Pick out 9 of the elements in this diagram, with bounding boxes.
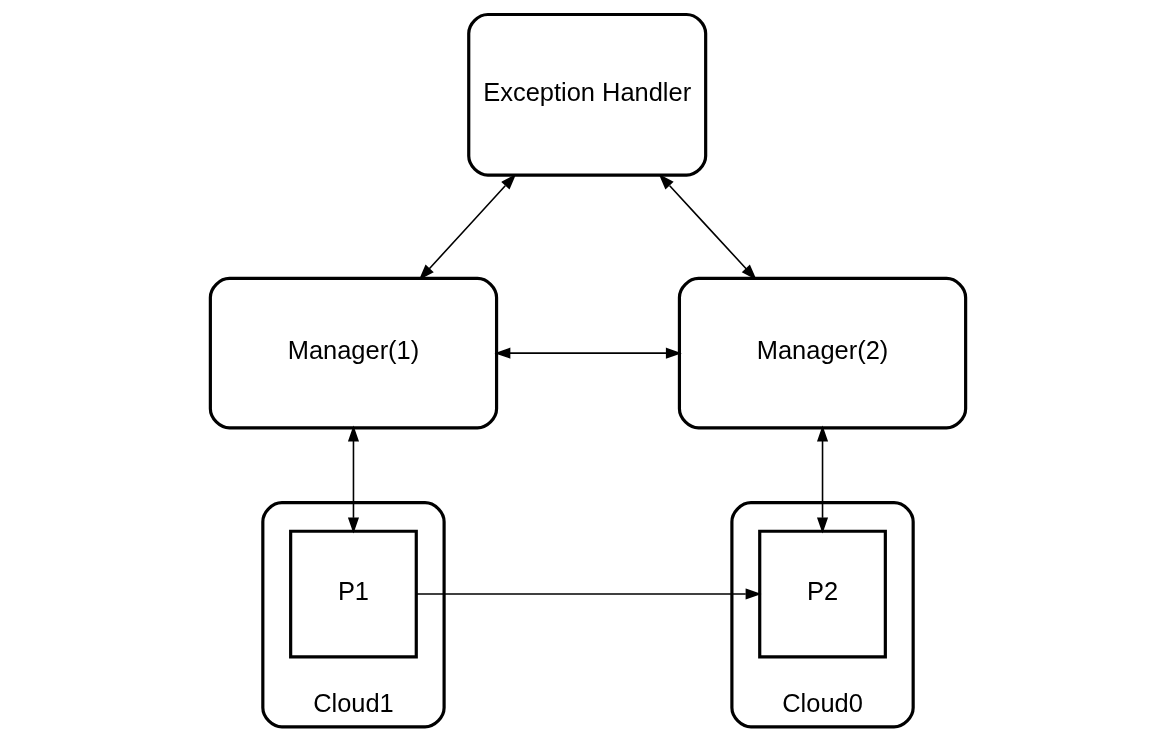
arrow — [415, 588, 762, 600]
node-box: P1 — [289, 529, 418, 659]
node-box: P2 — [758, 529, 887, 659]
node-box: Exception Handler — [467, 12, 708, 177]
node-box: Manager(2) — [677, 276, 968, 430]
arrow — [494, 347, 682, 359]
node-box: Manager(1) — [208, 276, 499, 430]
arrow — [347, 425, 360, 534]
arrow — [816, 425, 829, 534]
